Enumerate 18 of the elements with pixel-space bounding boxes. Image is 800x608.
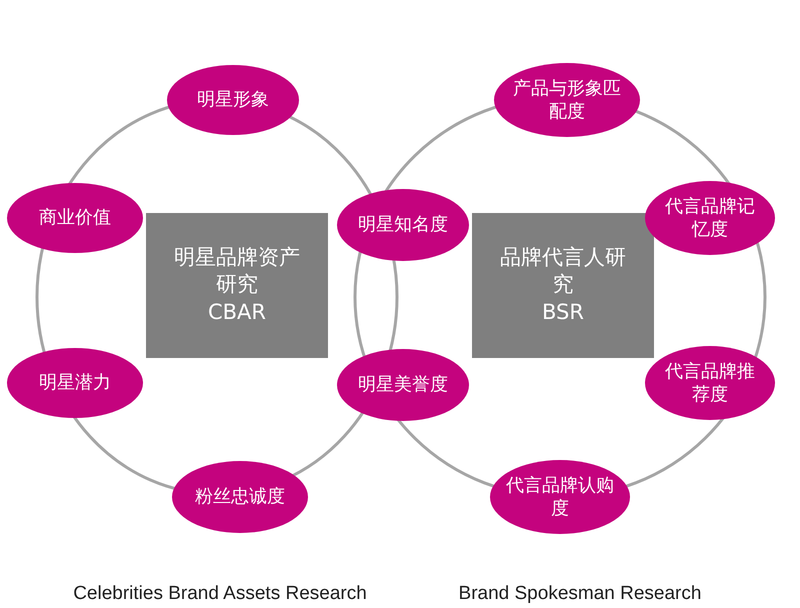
node-text: 明星知名度 bbox=[358, 213, 448, 237]
node-text: 明星潜力 bbox=[39, 371, 111, 395]
node-text: 代言品牌记忆度 bbox=[664, 194, 756, 242]
label-box bbox=[472, 212, 654, 358]
node-text: BSR bbox=[542, 298, 584, 326]
node-text: 代言品牌认购度 bbox=[505, 474, 615, 520]
node-text: 粉丝忠诚度 bbox=[195, 485, 285, 509]
node-text: CBAR bbox=[208, 298, 266, 326]
node-text: 产品与形象匹配度 bbox=[512, 76, 622, 124]
label-box bbox=[146, 212, 328, 358]
node-text: 品牌代言人研究 bbox=[499, 244, 627, 298]
node-text: 明星形象 bbox=[197, 88, 269, 112]
node-text: 商业价值 bbox=[39, 206, 111, 230]
node-text: 明星品牌资产研究 bbox=[173, 244, 301, 298]
caption-text: Brand Spokesman Research bbox=[458, 583, 702, 605]
caption-text: Celebrities Brand Assets Research bbox=[73, 583, 367, 605]
node-text: 明星美誉度 bbox=[358, 373, 448, 397]
node-text: 代言品牌推荐度 bbox=[664, 360, 756, 406]
